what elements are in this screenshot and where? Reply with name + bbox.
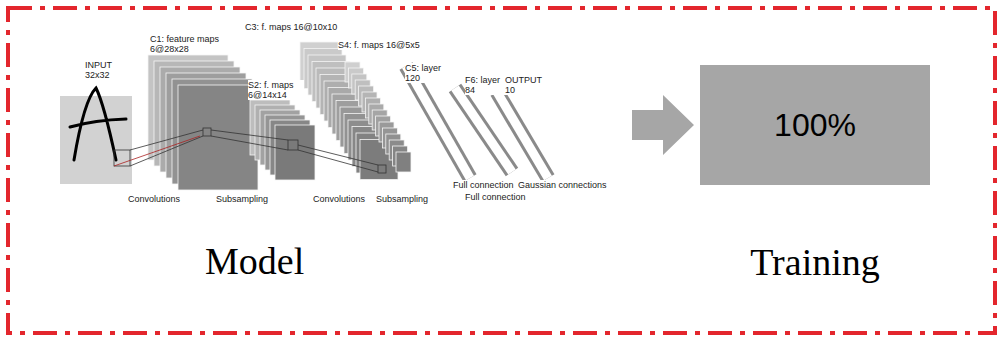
- feature-map: [275, 125, 315, 180]
- layer-label: S4: f. maps 16@5x5: [338, 40, 420, 50]
- layer-label: C5: layer 120: [405, 63, 449, 83]
- layer-label: Subsampling: [216, 194, 268, 204]
- handwritten-letter: [70, 88, 126, 160]
- layer-label: Subsampling: [376, 194, 428, 204]
- layer-label: Gaussian connections: [518, 180, 607, 190]
- layer-label: OUTPUT 10: [505, 75, 549, 95]
- accuracy-value: 100%: [774, 107, 856, 144]
- layer-label: Full connection: [453, 180, 514, 190]
- layer-label: Convolutions: [128, 194, 180, 204]
- layer-label: Convolutions: [313, 194, 365, 204]
- layer-label: INPUT 32x32: [85, 60, 125, 80]
- layer-label: C1: feature maps 6@28x28: [150, 34, 230, 54]
- caption-text: Training: [750, 241, 880, 285]
- feature-map: [396, 152, 411, 172]
- layer-label: Full connection: [465, 192, 526, 202]
- receptive-field-lines: [114, 128, 386, 173]
- connection-band: [497, 92, 548, 178]
- model-region: Model: [55, 20, 628, 300]
- result-box: 100%Training: [700, 65, 930, 185]
- block-arrow: [632, 95, 694, 155]
- caption-text: Model: [205, 240, 304, 284]
- connection-band: [497, 92, 548, 178]
- input-image: [60, 96, 132, 184]
- feature-map-stacks: [148, 42, 411, 190]
- layer-label: S2: f. maps 6@14x14: [248, 80, 304, 100]
- layer-label: F6: layer 84: [465, 75, 509, 95]
- red-frame: [8, 8, 995, 333]
- layer-label: C3: f. maps 16@10x10: [245, 22, 337, 32]
